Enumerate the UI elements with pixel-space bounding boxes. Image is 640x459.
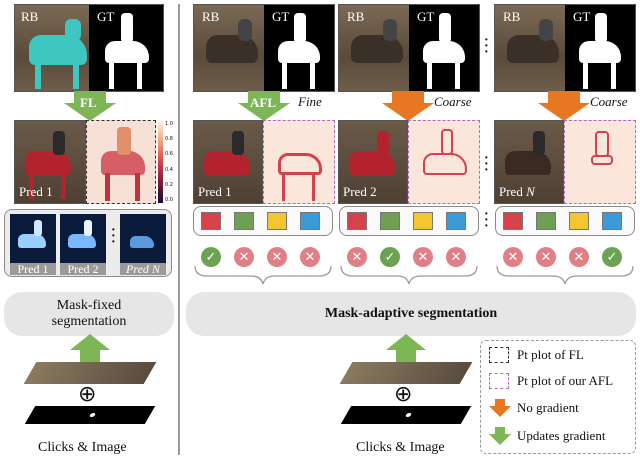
right-plus-icon: ⊕ — [394, 382, 413, 407]
right-caption: Clicks & Image — [356, 440, 445, 455]
col3-pred-image: Pred N — [494, 120, 564, 204]
class-square-yellow — [267, 212, 287, 230]
class-square-green — [380, 212, 400, 230]
col3-rb-image: RB GT — [494, 4, 636, 92]
afl-label: AFL — [250, 95, 276, 110]
class-square-yellow — [569, 212, 589, 230]
fl-down-arrow — [64, 91, 116, 121]
class-square-blue — [602, 212, 622, 230]
left-plus-icon: ⊕ — [78, 382, 97, 407]
col3-afl-plot — [564, 120, 636, 204]
legend-updates: Updates gradient — [489, 427, 605, 445]
legend-fl: Pt plot of FL — [489, 347, 584, 363]
col2-pred-label: Pred 2 — [343, 184, 377, 199]
col2-rb-image: RB GT — [338, 4, 480, 92]
ellipsis-icon: ··· — [111, 223, 116, 250]
class-square-blue — [446, 212, 466, 230]
thumb-label-n: Pred N — [120, 263, 166, 275]
panel-divider — [178, 4, 180, 455]
mask-fixed-pill: Mask-fixed segmentation — [4, 292, 174, 336]
col1-afl-plot — [263, 120, 335, 204]
legend: Pt plot of FL Pt plot of our AFL No grad… — [480, 340, 636, 454]
rb-image: RB GT — [14, 4, 164, 92]
thumb-pred-2 — [60, 214, 106, 264]
class-square-yellow — [413, 212, 433, 230]
thumb-pred-n — [120, 214, 166, 264]
col2-no-gradient-arrow — [382, 91, 434, 121]
thumb-pred-1 — [10, 214, 56, 264]
gt-label: GT — [97, 9, 115, 24]
col3-tag: Coarse — [590, 94, 628, 109]
left-image-slab — [23, 362, 157, 384]
legend-no-gradient: No gradient — [489, 399, 579, 417]
fl-pt-plot — [86, 120, 156, 204]
class-square-green — [536, 212, 556, 230]
legend-no-gradient-label: No gradient — [517, 400, 579, 415]
cross-icon: ✕ — [536, 247, 556, 267]
col1-tag: Fine — [298, 94, 322, 109]
cross-icon: ✕ — [446, 247, 466, 267]
col2-pred-image: Pred 2 — [338, 120, 408, 204]
class-square-blue — [300, 212, 320, 230]
legend-afl-label: Pt plot of our AFL — [517, 373, 614, 388]
mask-adaptive-pill: Mask-adaptive segmentation — [186, 292, 636, 336]
thumb-label-1: Pred 1 — [10, 263, 56, 275]
col2-afl-plot — [408, 120, 480, 204]
class-square-red — [201, 212, 221, 230]
cross-icon: ✕ — [503, 247, 523, 267]
class-square-red — [347, 212, 367, 230]
col2-tag: Coarse — [434, 94, 472, 109]
col3-pred-label: Pred N — [499, 184, 535, 199]
left-pred-label: Pred 1 — [19, 184, 53, 199]
col1-rb-image: RB GT — [193, 4, 335, 92]
thumb-label-2: Pred 2 — [60, 263, 106, 275]
gt-mask — [89, 5, 163, 91]
afl-plot-swatch — [489, 373, 509, 389]
rb-label: RB — [21, 9, 39, 24]
group-brackets — [194, 266, 634, 285]
left-click-slab — [24, 406, 156, 424]
legend-updates-label: Updates gradient — [517, 428, 606, 443]
ellipsis-icon-top: ··· — [484, 33, 489, 60]
ellipsis-icon-squares: ··· — [484, 207, 489, 234]
check-icon: ✓ — [201, 247, 221, 267]
right-image-slab — [339, 362, 473, 384]
cross-icon: ✕ — [300, 247, 320, 267]
cross-icon: ✕ — [569, 247, 589, 267]
right-click-slab — [340, 406, 472, 424]
legend-fl-label: Pt plot of FL — [517, 347, 584, 362]
class-square-green — [234, 212, 254, 230]
fl-label: FL — [80, 95, 97, 110]
cross-icon: ✕ — [267, 247, 287, 267]
col1-pred-image: Pred 1 — [193, 120, 263, 204]
fl-plot-swatch — [489, 347, 509, 363]
legend-afl: Pt plot of our AFL — [489, 373, 613, 389]
mask-fixed-label: Mask-fixed segmentation — [51, 298, 127, 329]
green-arrow-icon — [489, 427, 511, 445]
orange-arrow-icon — [489, 399, 511, 417]
left-pred-image: Pred 1 — [14, 120, 86, 204]
afl-down-arrow — [238, 91, 290, 121]
col3-no-gradient-arrow — [538, 91, 590, 121]
mask-adaptive-label: Mask-adaptive segmentation — [324, 306, 498, 321]
cross-icon: ✕ — [413, 247, 433, 267]
class-square-red — [503, 212, 523, 230]
cross-icon: ✕ — [234, 247, 254, 267]
check-icon: ✓ — [602, 247, 622, 267]
ellipsis-icon-mid: ··· — [484, 151, 489, 178]
colorbar — [158, 121, 163, 203]
col1-pred-label: Pred 1 — [198, 184, 232, 199]
check-icon: ✓ — [380, 247, 400, 267]
cross-icon: ✕ — [347, 247, 367, 267]
left-caption: Clicks & Image — [38, 440, 127, 455]
